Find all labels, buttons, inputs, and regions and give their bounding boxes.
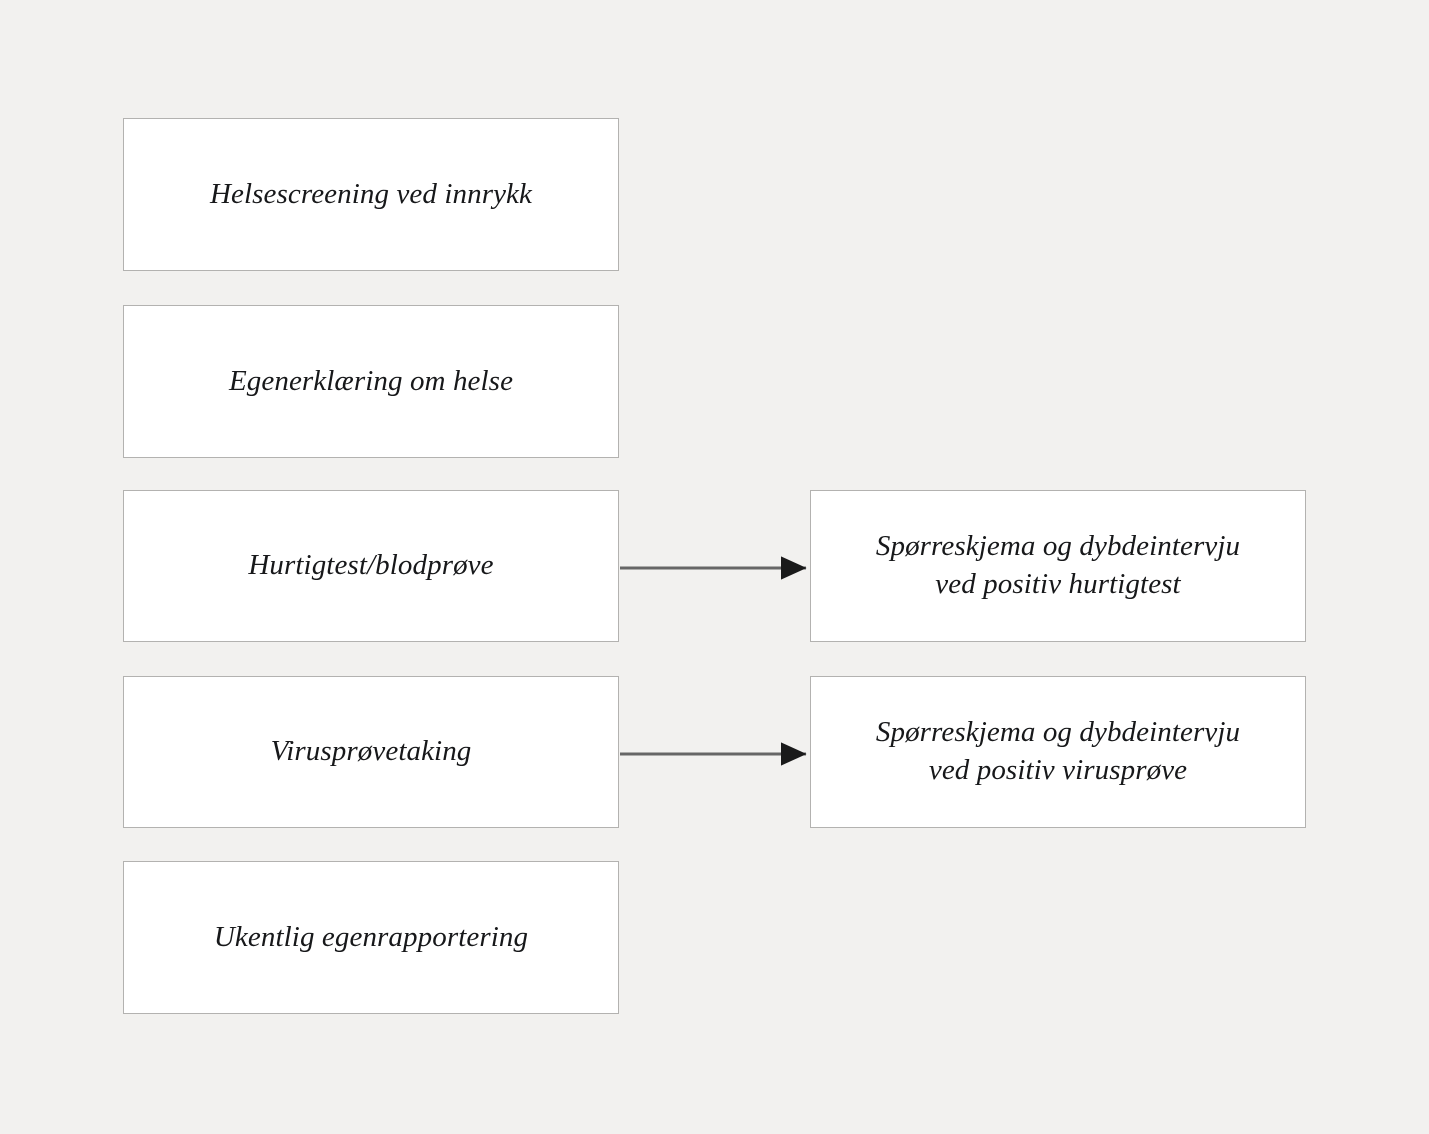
node-hurtigtest[interactable]: Hurtigtest/blodprøve (123, 490, 619, 642)
node-label: Spørreskjema og dybdeintervju ved positi… (875, 716, 1241, 786)
node-label: Helsescreening ved innrykk (210, 177, 532, 210)
node-ukentlig-egenrapportering[interactable]: Ukentlig egenrapportering (123, 861, 619, 1014)
node-label: Virusprøvetaking (270, 735, 472, 768)
node-egenerklaering[interactable]: Egenerklæring om helse (123, 305, 619, 458)
node-label: Spørreskjema og dybdeintervju ved positi… (875, 530, 1241, 600)
node-label: Ukentlig egenrapportering (213, 920, 529, 953)
node-label: Hurtigtest/blodprøve (248, 549, 494, 582)
node-helsescreening[interactable]: Helsescreening ved innrykk (123, 118, 619, 271)
node-virusprovetaking[interactable]: Virusprøvetaking (123, 676, 619, 828)
node-label: Egenerklæring om helse (228, 364, 514, 397)
node-sporreskjema-virusprove[interactable]: Spørreskjema og dybdeintervju ved positi… (810, 676, 1306, 828)
node-sporreskjema-hurtigtest[interactable]: Spørreskjema og dybdeintervju ved positi… (810, 490, 1306, 642)
